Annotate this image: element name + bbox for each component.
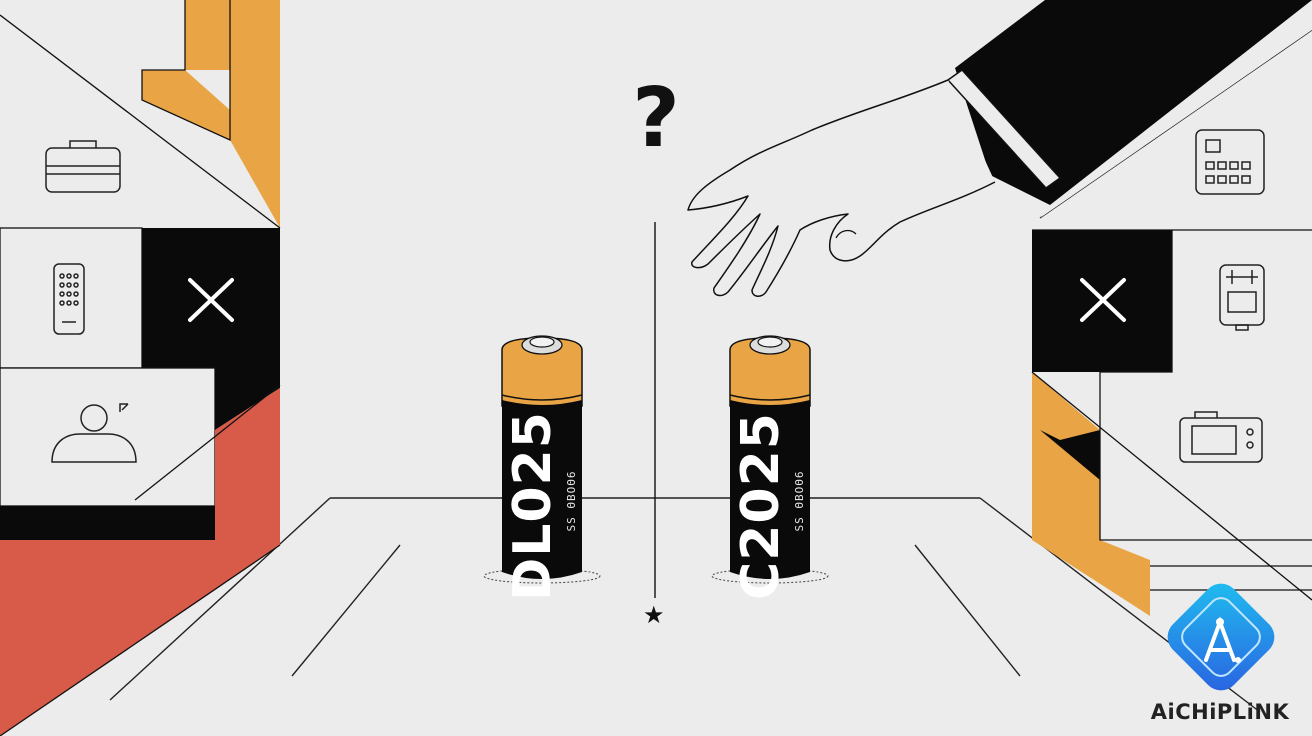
- right-orange-block: [1032, 372, 1150, 616]
- left-red-block: [0, 388, 280, 736]
- battery-left-model: DL025: [503, 411, 563, 601]
- battery-left: [483, 335, 601, 584]
- question-mark: ?: [632, 71, 680, 166]
- battery-left-subtext: SS ΘBOΘ6: [564, 470, 578, 532]
- left-orange-block: [185, 0, 280, 228]
- x-mark-left: [188, 278, 234, 322]
- hand-with-sleeve: [687, 0, 1312, 297]
- x-mark-right: [1080, 278, 1126, 322]
- briefcase-icon: [45, 140, 121, 193]
- person-icon: [51, 403, 137, 463]
- remote-control-icon: [53, 263, 85, 335]
- left-panel: [0, 0, 281, 736]
- calculator-icon: [1195, 129, 1265, 195]
- aichiplink-logo-icon: [1167, 583, 1275, 691]
- scale-icon: [1219, 264, 1265, 331]
- battery-right: [711, 335, 829, 584]
- brand-name: AiCHiPLiNK: [1150, 700, 1290, 724]
- battery-right-subtext: SS ΘBOΘ6: [792, 470, 806, 532]
- battery-right-model: C2025: [731, 412, 791, 600]
- camera-icon: [1179, 411, 1263, 463]
- divider-star: ★: [643, 601, 665, 629]
- right-panel: [1031, 0, 1312, 616]
